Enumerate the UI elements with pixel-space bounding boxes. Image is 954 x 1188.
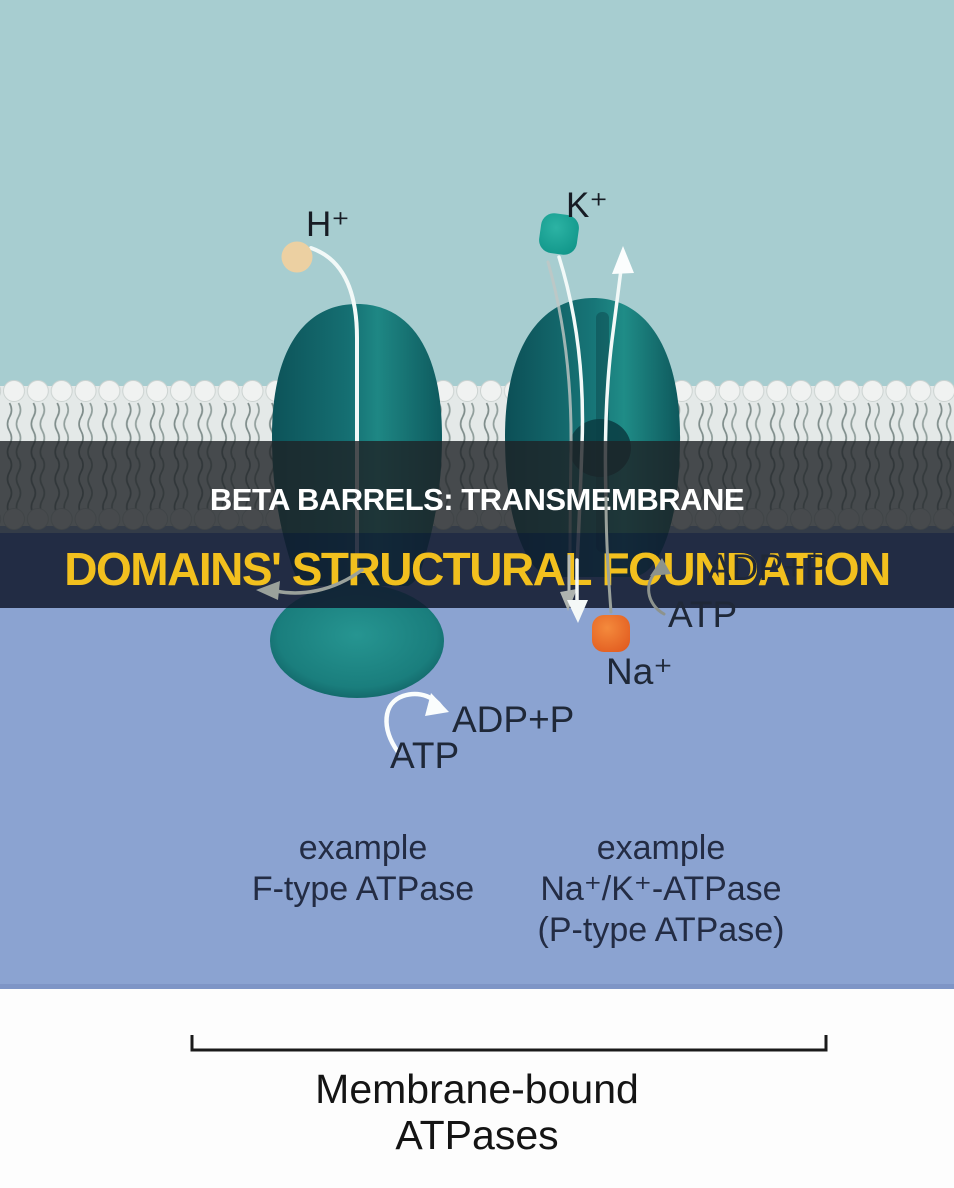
example-right-line2: Na⁺/K⁺-ATPase	[540, 870, 782, 908]
atp-label-left: ATP	[390, 735, 460, 776]
example-left-line1: example	[298, 829, 428, 867]
na-line-lower	[604, 496, 613, 614]
title-line-2: DOMAINS' STRUCTURAL FOUNDATION	[64, 542, 891, 595]
atp-label-right: ATP	[668, 594, 738, 635]
k-ion-label: K⁺	[566, 186, 608, 225]
na-ion-label: Na⁺	[606, 651, 673, 692]
h-ion-path	[309, 246, 359, 567]
k-in-arrowhead-white	[567, 600, 588, 623]
example-right-caption: example Na⁺/K⁺-ATPase (P-type ATPase)	[538, 828, 785, 951]
f1-head-knob	[270, 584, 444, 698]
cytoplasm-bottom-edge	[0, 984, 954, 989]
atp-adp-arrow-right	[647, 569, 666, 616]
adp-label-right: ADP+P	[707, 547, 830, 588]
example-right-line3: (P-type ATPase)	[537, 911, 785, 949]
atp-adp-arrowhead-left	[425, 693, 449, 716]
h-exit-arrow	[274, 568, 364, 595]
example-right-line1: example	[596, 829, 726, 867]
h-ion-label: H⁺	[306, 205, 350, 244]
atp-adp-arrowhead-right	[650, 558, 671, 576]
bracket-icon	[190, 1035, 828, 1052]
figure-caption: Membrane-bound ATPases	[315, 1066, 639, 1158]
na-out-arrowhead	[612, 246, 634, 274]
h-ion-icon	[281, 241, 313, 273]
na-ion-icon	[592, 615, 630, 652]
example-left-line2: F-type ATPase	[251, 870, 475, 908]
caption-line2: ATPases	[395, 1112, 559, 1158]
adp-label-left: ADP+P	[452, 699, 575, 740]
h-exit-arrowhead	[256, 581, 280, 600]
k-ion-icon	[539, 213, 579, 255]
caption-line1: Membrane-bound	[315, 1066, 639, 1112]
title-banner-bottom: DOMAINS' STRUCTURAL FOUNDATION	[0, 533, 954, 608]
caption-area	[0, 989, 954, 1188]
title-line-1: BETA BARRELS: TRANSMEMBRANE	[209, 482, 745, 517]
title-banner-top: BETA BARRELS: TRANSMEMBRANE	[0, 441, 954, 533]
example-left-caption: example F-type ATPase	[252, 828, 474, 910]
